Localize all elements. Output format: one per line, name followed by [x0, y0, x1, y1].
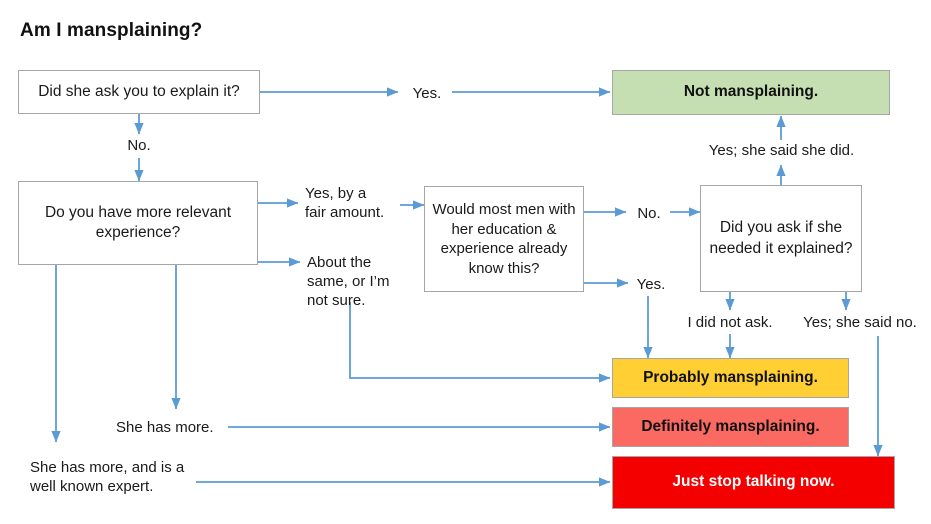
label-i-did-not-ask: I did not ask.	[687, 314, 773, 331]
edge-about-same-to-probably	[349, 302, 611, 383]
node-more-relevant-experience[interactable]: Do you have more relevant experience?	[18, 181, 258, 265]
outcome-probably-mansplaining[interactable]: Probably mansplaining.	[612, 358, 849, 398]
node-did-you-ask-if-needed[interactable]: Did you ask if she needed it explained?	[700, 185, 862, 292]
outcome-definitely-mansplaining[interactable]: Definitely mansplaining.	[612, 407, 849, 447]
label-yes-mid: Yes.	[636, 276, 666, 293]
label-she-has-more: She has more.	[116, 419, 214, 436]
label-yes-by-a-fair-amount: Yes, by a fair amount.	[305, 185, 385, 222]
label-she-has-more-expert: She has more, and is a well known expert…	[30, 459, 185, 496]
label-yes-she-said-she-did: Yes; she said she did.	[708, 142, 855, 159]
node-would-most-men[interactable]: Would most men with her education & expe…	[424, 186, 584, 292]
label-yes-top: Yes.	[412, 85, 442, 102]
label-about-the-same: About the same, or I’m not sure.	[307, 254, 390, 310]
label-no-top: No.	[127, 137, 151, 154]
page-title: Am I mansplaining?	[20, 20, 203, 41]
outcome-just-stop-talking[interactable]: Just stop talking now.	[612, 456, 895, 509]
label-no-mid: No.	[637, 205, 661, 222]
label-yes-she-said-no: Yes; she said no.	[803, 314, 917, 331]
node-did-she-ask[interactable]: Did she ask you to explain it?	[18, 70, 260, 114]
outcome-not-mansplaining[interactable]: Not mansplaining.	[612, 70, 890, 115]
